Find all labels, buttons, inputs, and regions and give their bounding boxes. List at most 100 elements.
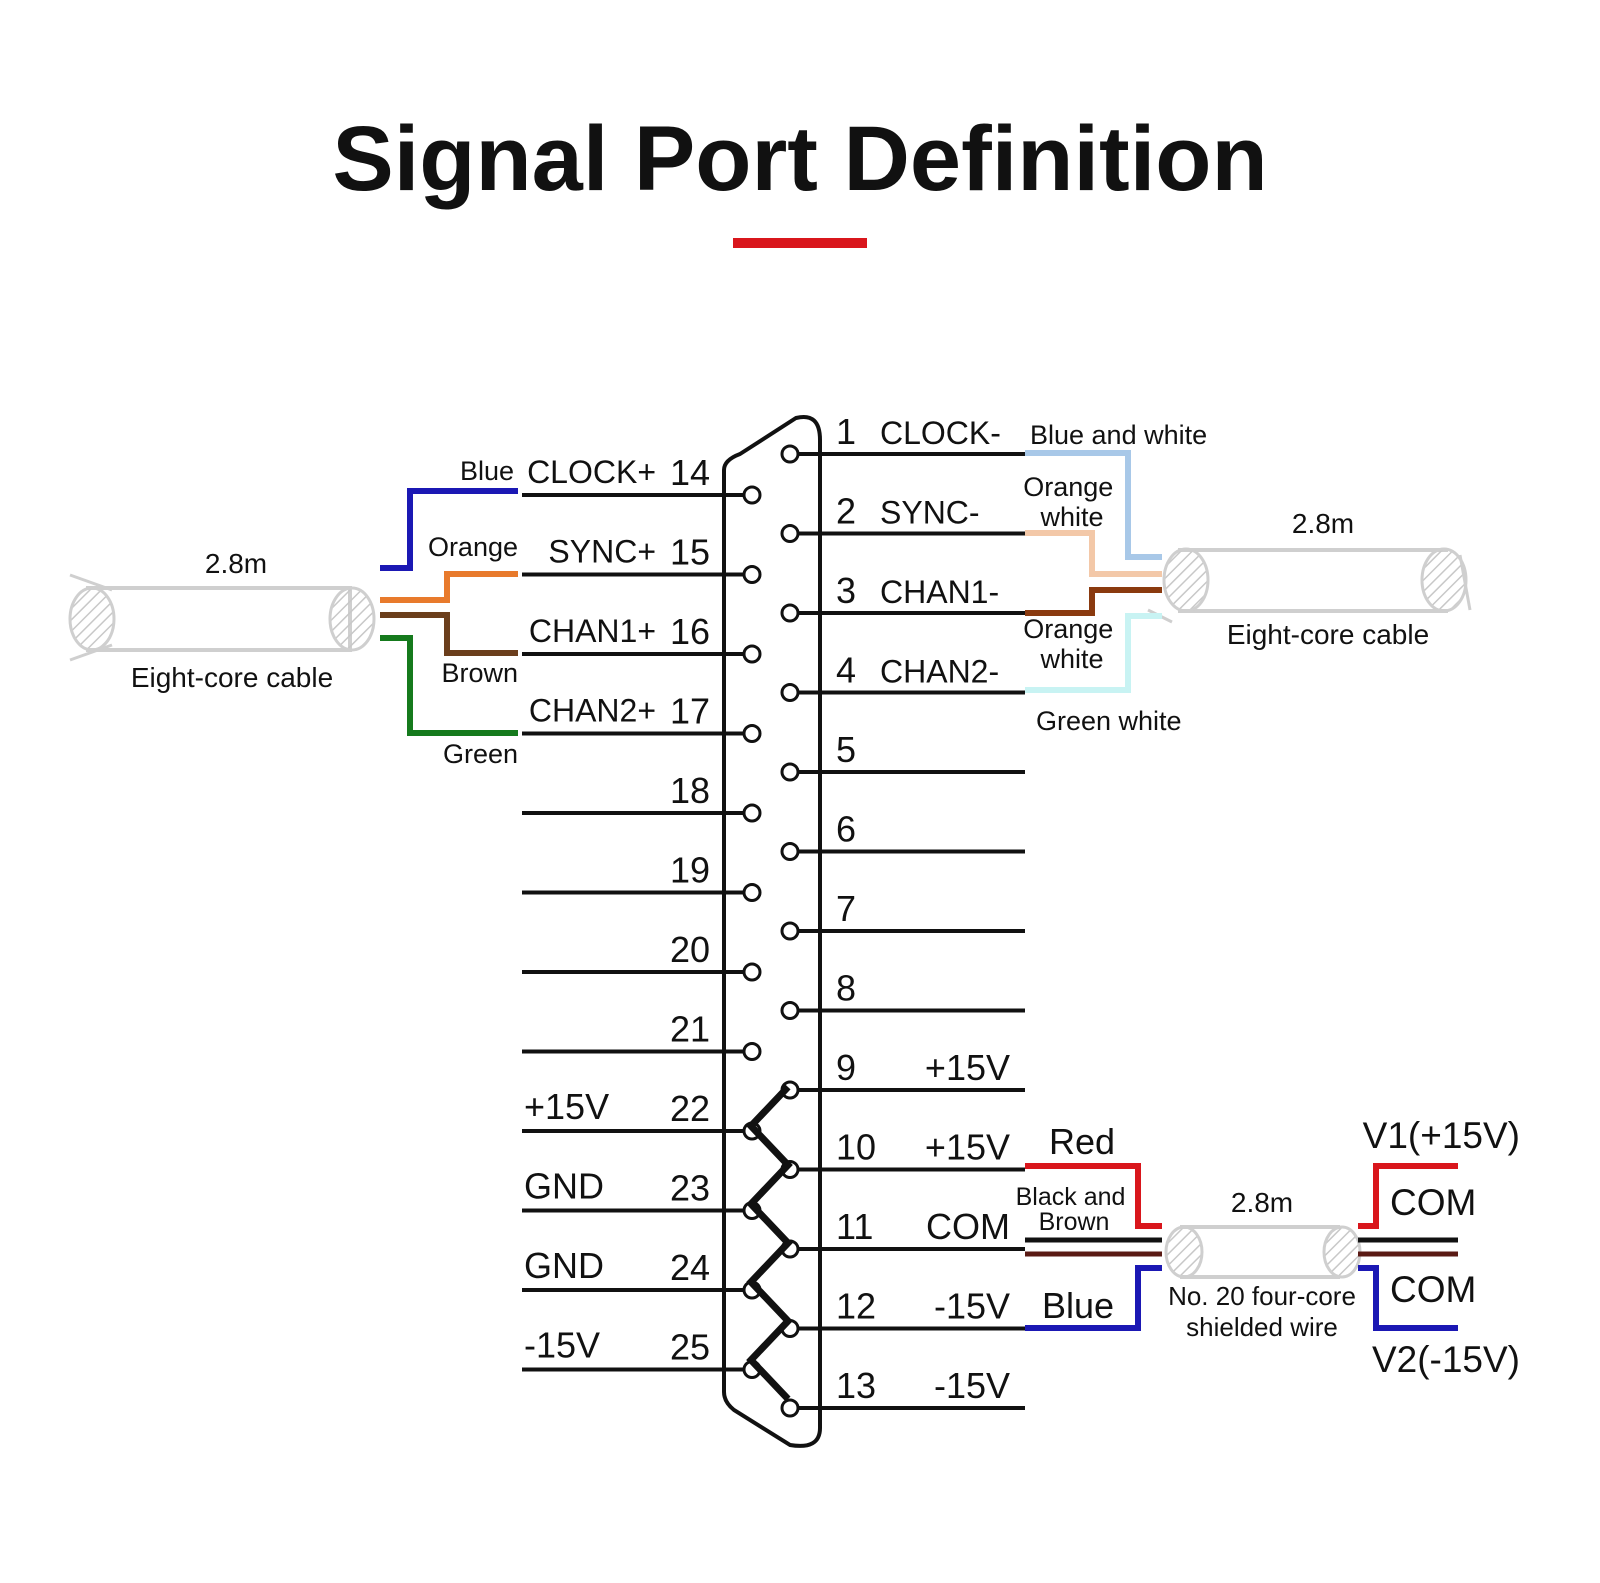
wire-blue-left <box>380 488 518 571</box>
label-wire-orange-white-2: Orange white <box>1023 614 1121 674</box>
pin-14-number: 14 <box>670 452 710 493</box>
label-orange-white-3: Orange <box>1023 614 1113 644</box>
right-cable-clamp-2 <box>1458 554 1472 611</box>
pin-5-contact <box>780 762 800 782</box>
pin-11-number: 11 <box>836 1206 873 1247</box>
pin-21-number: 21 <box>670 1009 710 1050</box>
pin-25-number: 25 <box>670 1327 710 1368</box>
wire-orange-left <box>380 571 518 603</box>
pin-22-signal: +15V <box>524 1086 609 1127</box>
right-cable-length: 2.8m <box>1292 508 1354 539</box>
label-wire-orange-white: Orange white <box>1023 472 1121 532</box>
right-cable-body <box>1178 548 1448 613</box>
wire-green-left <box>380 635 518 736</box>
pin-18-number: 18 <box>670 770 710 811</box>
pin-14-contact <box>742 485 762 505</box>
pin-19-contact <box>742 883 762 902</box>
label-wire-green-white: Green white <box>1036 706 1182 736</box>
pin-23-signal: GND <box>524 1166 604 1207</box>
pin-2-number: 2 <box>836 491 856 532</box>
pin-19-number: 19 <box>670 850 710 891</box>
label-wire-blue-white: Blue and white <box>1030 420 1207 450</box>
wire-green-white <box>1025 613 1162 693</box>
pin-4-signal: CHAN2- <box>880 654 999 690</box>
power-cable: 2.8m No. 20 four-core shielded wire <box>1164 1187 1362 1342</box>
pin-4-number: 4 <box>836 650 856 691</box>
label-wire-green: Green <box>443 739 518 769</box>
wire-red-pin10 <box>1025 1163 1162 1229</box>
wire-blue-out <box>1358 1265 1458 1331</box>
label-power-blue: Blue <box>1042 1285 1114 1326</box>
pin-25-signal: -15V <box>524 1325 600 1366</box>
pin-11-signal: COM <box>926 1206 1010 1247</box>
left-cable-length: 2.8m <box>205 548 267 579</box>
label-black-brown-2: Brown <box>1039 1208 1110 1236</box>
pin-6-number: 6 <box>836 809 856 850</box>
label-wire-brown: Brown <box>441 658 518 688</box>
left-cable-end-inner <box>328 586 376 652</box>
pin-22-number: 22 <box>670 1088 710 1129</box>
pin-20-number: 20 <box>670 929 710 970</box>
label-power-black-brown: Black and Brown <box>1016 1183 1133 1236</box>
pin-24-number: 24 <box>670 1247 710 1288</box>
pin-15-signal: SYNC+ <box>548 534 656 570</box>
label-orange-white-4: white <box>1039 644 1103 674</box>
pin-17-signal: CHAN2+ <box>529 693 656 729</box>
pin-13-contact <box>780 1398 800 1418</box>
label-out-com2: COM <box>1390 1269 1476 1310</box>
pin-17-contact <box>742 724 762 743</box>
pin-17-number: 17 <box>670 691 710 732</box>
pin-6-contact <box>780 842 800 861</box>
power-cable-label-1: No. 20 four-core <box>1168 1281 1356 1311</box>
label-black-brown-1: Black and <box>1016 1183 1126 1211</box>
power-cable-length: 2.8m <box>1231 1187 1293 1218</box>
pin-15-number: 15 <box>670 532 710 573</box>
label-wire-orange: Orange <box>428 532 518 562</box>
pin-14-signal: CLOCK+ <box>527 454 656 490</box>
left-cable-label: Eight-core cable <box>131 662 333 693</box>
label-wire-blue: Blue <box>460 456 514 486</box>
power-bridge-zigzag <box>746 1084 793 1402</box>
pin-7-number: 7 <box>836 888 856 929</box>
pin-10-number: 10 <box>836 1127 876 1168</box>
power-cable-end-right <box>1322 1225 1362 1279</box>
left-cable-clamp-2 <box>69 643 113 662</box>
pin-15-contact <box>742 565 762 584</box>
pin-12-signal: -15V <box>934 1286 1010 1327</box>
pin-21-contact <box>742 1042 762 1061</box>
pin-16-contact <box>742 644 762 664</box>
page-title: Signal Port Definition <box>332 108 1267 210</box>
wire-blue-pin12 <box>1025 1265 1162 1331</box>
db25-connector-shell <box>722 415 822 1448</box>
left-cable-clamp <box>69 573 113 592</box>
label-orange-white-2: white <box>1039 502 1103 532</box>
power-cable-body <box>1180 1225 1340 1279</box>
pin-2-signal: SYNC- <box>880 495 980 531</box>
label-out-v1: V1(+15V) <box>1363 1115 1520 1156</box>
pin-12-number: 12 <box>836 1286 876 1327</box>
pin-10-signal: +15V <box>925 1127 1010 1168</box>
pin-24-signal: GND <box>524 1245 604 1286</box>
title-underline <box>733 238 867 248</box>
pin-8-contact <box>780 1001 800 1020</box>
power-cable-label-2: shielded wire <box>1186 1312 1338 1342</box>
pin-3-signal: CHAN1- <box>880 574 999 610</box>
label-orange-white-1: Orange <box>1023 472 1113 502</box>
pin-7-contact <box>780 921 800 941</box>
pin-2-contact <box>780 524 800 543</box>
pin-16-signal: CHAN1+ <box>529 613 656 649</box>
pin-3-contact <box>780 603 800 623</box>
pin-3-number: 3 <box>836 570 856 611</box>
label-out-v2: V2(-15V) <box>1372 1339 1520 1380</box>
pin-9-signal: +15V <box>925 1047 1010 1088</box>
pin-13-signal: -15V <box>934 1365 1010 1406</box>
pin-lines <box>522 452 1025 1410</box>
right-cable-end-inner <box>1162 547 1210 613</box>
power-cable-end-left <box>1164 1225 1204 1279</box>
left-cable-body <box>86 586 352 652</box>
label-out-com1: COM <box>1390 1182 1476 1223</box>
wire-orange-white <box>1025 530 1162 577</box>
wire-red-out <box>1358 1163 1458 1229</box>
